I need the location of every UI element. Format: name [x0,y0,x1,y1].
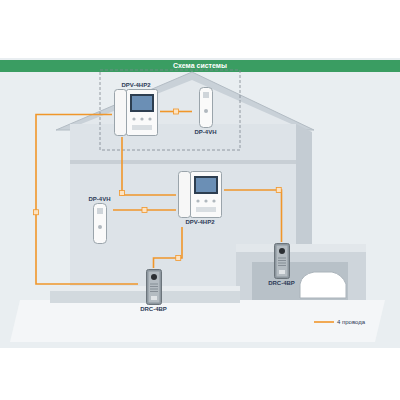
device-label: DRC-4BP [268,279,295,287]
scene-ground [0,58,400,348]
handset-icon [91,203,109,244]
four-wire-cable [224,190,282,242]
roof-gable [76,80,296,126]
diagram-title: Схема системы [0,60,400,72]
front-wall-top [50,286,240,291]
cable-marker [34,210,39,215]
front-wall [50,291,240,303]
video-monitor: DPV-4HP2 [176,170,224,227]
device-label: DRC-4BP [140,305,167,313]
garage [236,252,366,300]
handset-icon [197,87,215,128]
legend: 4 провода [314,318,365,326]
garage-roof [236,244,366,252]
video-monitor: DPV-4HP2 [112,80,160,137]
car [300,272,346,298]
garage-opening [252,262,348,300]
four-wire-cable [122,137,176,195]
four-wire-cable [154,227,183,268]
door-station: DRC-4BP [266,242,297,288]
ground-plane [10,300,385,342]
door-icon [146,269,162,305]
monitor-icon [178,171,222,218]
cable-marker [176,256,181,261]
interphone-handset: DP-4VH [86,194,113,245]
device-label: DP-4VH [88,195,110,203]
cable-marker [174,109,179,114]
cable-marker [276,188,281,193]
group-bracket [100,70,240,150]
door-icon [274,243,290,279]
floor-slab [70,160,296,164]
interphone-handset: DP-4VH [192,86,219,137]
legend-label: 4 провода [337,318,365,326]
cable-marker [120,191,125,196]
door-station: DRC-4BP [138,268,169,314]
roof [56,72,314,130]
legend-row: 4 провода [314,318,365,326]
monitor-icon [114,89,158,136]
device-label: DPV-4HP2 [185,218,214,226]
cable-marker [142,208,147,213]
device-label: DPV-4HP2 [121,81,150,89]
legend-line [314,319,334,325]
four-wire-cable [36,115,138,285]
device-label: DP-4VH [194,128,216,136]
